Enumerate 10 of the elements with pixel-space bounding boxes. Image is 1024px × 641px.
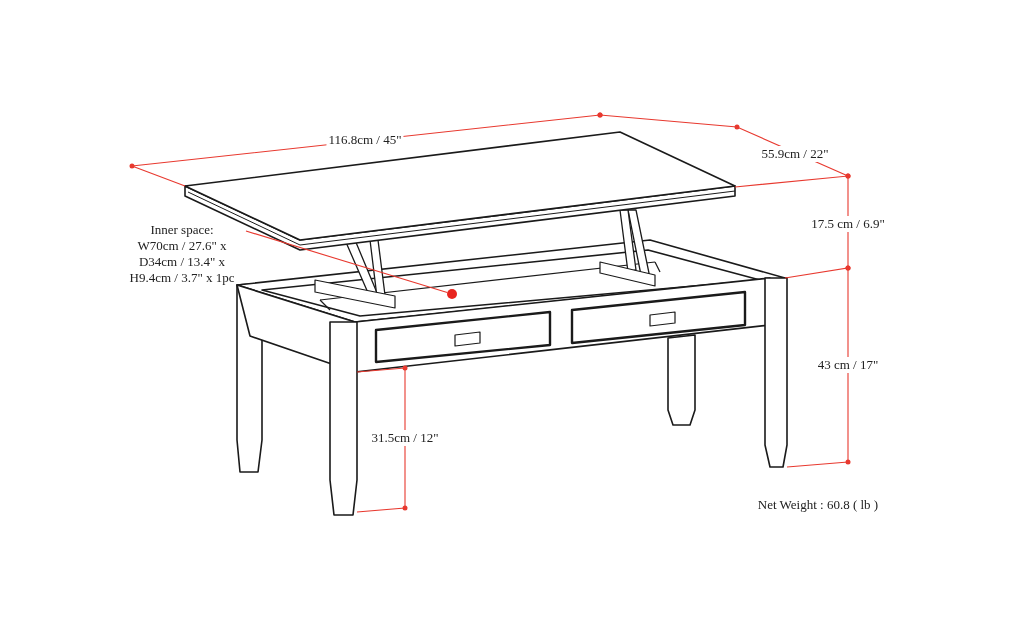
dimension-label: 43 cm / 17" — [815, 357, 881, 373]
leader-line — [245, 230, 448, 294]
weight-note: Net Weight : 60.8 ( lb ) — [755, 497, 881, 513]
callout-heading: Inner space: — [149, 222, 215, 238]
dimension-label: 55.9cm / 22" — [759, 146, 831, 162]
dimension-label: 116.8cm / 45" — [326, 132, 404, 148]
dimension-label: 17.5 cm / 6.9" — [809, 216, 887, 232]
dimension-label: 31.5cm / 12" — [369, 430, 441, 446]
marker-dot — [447, 289, 457, 299]
callout-text: W70cm / 27.6" x D34cm / 13.4" x H9.4cm / 3.7" x 1pc — [128, 238, 236, 286]
